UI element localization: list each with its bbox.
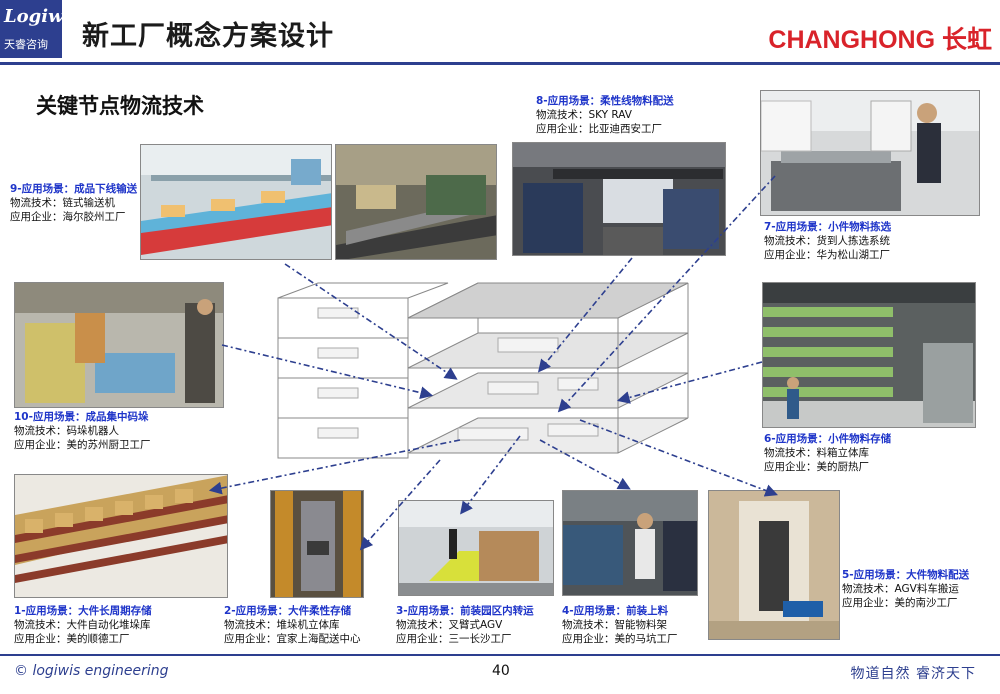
changhong-brand-logo: CHANGHONG 长虹: [768, 26, 992, 54]
conveyor-icon: [141, 145, 331, 259]
tech-label: 物流技术：大件自动化堆垛库: [14, 619, 151, 631]
page-title: 新工厂概念方案设计: [82, 21, 334, 52]
scene-label: 9-应用场景：成品下线输送: [10, 183, 138, 195]
footer-divider: [0, 654, 1000, 656]
logo-subtitle: 天睿咨询: [4, 38, 48, 51]
caption-3: 3-应用场景：前装园区内转运 物流技术：叉臂式AGV 应用企业：三一长沙工厂: [396, 604, 566, 646]
tech-label: 物流技术：货到人拣选系统: [764, 235, 890, 247]
enterprise-label: 应用企业：美的马坑工厂: [562, 633, 678, 645]
enterprise-label: 应用企业：美的南沙工厂: [842, 597, 958, 609]
section-title: 关键节点物流技术: [36, 94, 204, 118]
caption-9: 9-应用场景：成品下线输送 物流技术：链式输送机 应用企业：海尔胶州工厂: [10, 182, 138, 224]
tech-label: 物流技术：AGV料车搬运: [842, 583, 959, 595]
caption-1: 1-应用场景：大件长周期存储 物流技术：大件自动化堆垛库 应用企业：美的顺德工厂: [14, 604, 224, 646]
enterprise-label: 应用企业：美的顺德工厂: [14, 633, 130, 645]
caption-7: 7-应用场景：小件物料拣选 物流技术：货到人拣选系统 应用企业：华为松山湖工厂: [764, 220, 994, 262]
tech-label: 物流技术：智能物料架: [562, 619, 667, 631]
scene-label: 3-应用场景：前装园区内转运: [396, 605, 534, 617]
enterprise-label: 应用企业：三一长沙工厂: [396, 633, 512, 645]
photo-9-conveyor-a: [140, 144, 332, 260]
stacker-crane-icon: [271, 491, 363, 597]
scene-label: 6-应用场景：小件物料存储: [764, 433, 892, 445]
agv-icon: [399, 501, 553, 595]
footer-slogan: 物道自然 睿济天下: [850, 666, 976, 682]
photo-6-bin-warehouse: [762, 282, 976, 428]
tech-label: 物流技术：SKY RAV: [536, 109, 632, 121]
robot-palletizer-icon: [15, 283, 223, 407]
pallet-rack-icon: [15, 475, 227, 597]
scene-label: 4-应用场景：前装上料: [562, 605, 669, 617]
header-divider: [0, 62, 1000, 65]
picking-station-icon: [761, 91, 979, 215]
enterprise-label: 应用企业：华为松山湖工厂: [764, 249, 890, 261]
tech-label: 物流技术：堆垛机立体库: [224, 619, 340, 631]
footer-copyright: © logiwis engineering: [14, 663, 169, 679]
tech-label: 物流技术：料箱立体库: [764, 447, 869, 459]
rav-icon: [513, 143, 725, 255]
page-number: 40: [492, 663, 510, 679]
caption-5: 5-应用场景：大件物料配送 物流技术：AGV料车搬运 应用企业：美的南沙工厂: [842, 568, 1000, 610]
tech-label: 物流技术：码垛机器人: [14, 425, 119, 437]
photo-10-palletizer: [14, 282, 224, 408]
scene-label: 1-应用场景：大件长周期存储: [14, 605, 152, 617]
scene-label: 10-应用场景：成品集中码垛: [14, 411, 149, 423]
photo-1-pallet-storage: [14, 474, 228, 598]
caption-8: 8-应用场景：柔性线物料配送 物流技术：SKY RAV 应用企业：比亚迪西安工厂: [536, 94, 736, 136]
photo-8-rav: [512, 142, 726, 256]
photo-5-agv-cart: [708, 490, 840, 640]
factory-layout-diagram: [277, 282, 689, 459]
caption-10: 10-应用场景：成品集中码垛 物流技术：码垛机器人 应用企业：美的苏州厨卫工厂: [14, 410, 244, 452]
scene-label: 8-应用场景：柔性线物料配送: [536, 95, 674, 107]
scene-label: 2-应用场景：大件柔性存储: [224, 605, 352, 617]
enterprise-label: 应用企业：美的苏州厨卫工厂: [14, 439, 151, 451]
photo-4-material-rack: [562, 490, 698, 596]
scene-label: 7-应用场景：小件物料拣选: [764, 221, 892, 233]
photo-3-forklift-agv: [398, 500, 554, 596]
caption-4: 4-应用场景：前装上料 物流技术：智能物料架 应用企业：美的马坑工厂: [562, 604, 722, 646]
enterprise-label: 应用企业：宜家上海配送中心: [224, 633, 361, 645]
conveyor-icon: [336, 145, 496, 259]
caption-2: 2-应用场景：大件柔性存储 物流技术：堆垛机立体库 应用企业：宜家上海配送中心: [224, 604, 394, 646]
agv-cart-icon: [709, 491, 839, 639]
enterprise-label: 应用企业：海尔胶州工厂: [10, 211, 126, 223]
caption-6: 6-应用场景：小件物料存储 物流技术：料箱立体库 应用企业：美的厨热厂: [764, 432, 994, 474]
photo-7-picking: [760, 90, 980, 216]
photo-2-stacker: [270, 490, 364, 598]
bin-warehouse-icon: [763, 283, 975, 427]
tech-label: 物流技术：叉臂式AGV: [396, 619, 503, 631]
enterprise-label: 应用企业：比亚迪西安工厂: [536, 123, 662, 135]
photo-9-conveyor-b: [335, 144, 497, 260]
tech-label: 物流技术：链式输送机: [10, 197, 115, 209]
company-logo: Logiwis 天睿咨询: [0, 0, 81, 58]
scene-label: 5-应用场景：大件物料配送: [842, 569, 970, 581]
material-rack-icon: [563, 491, 697, 595]
logo-wordmark: Logiwis: [4, 6, 81, 27]
enterprise-label: 应用企业：美的厨热厂: [764, 461, 869, 473]
